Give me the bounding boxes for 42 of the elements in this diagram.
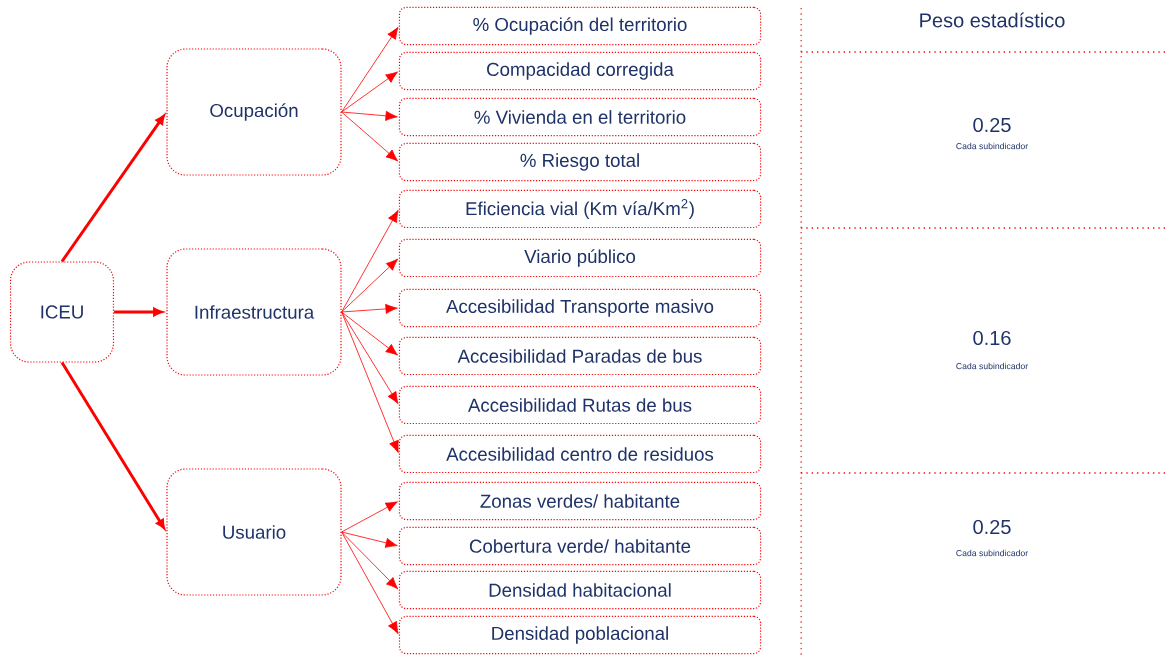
index-box: ICEU — [9, 261, 115, 363]
arrow — [114, 307, 163, 317]
arrow — [341, 531, 398, 548]
weight-value: 0.16 — [973, 330, 1011, 346]
arrow — [341, 531, 399, 590]
arrow — [341, 209, 399, 313]
indicator-box: Densidad habitacional — [398, 570, 762, 610]
indicator-box: % Ocupación del territorio — [398, 6, 762, 46]
weight-note: Cada subindicador — [956, 362, 1028, 370]
category-box: Usuario — [166, 468, 342, 596]
arrow — [341, 111, 399, 162]
arrow — [60, 114, 165, 263]
weight-value: 0.25 — [973, 519, 1011, 535]
arrow — [341, 258, 399, 313]
indicator-box: Eficiencia vial (Km vía/Km$^{2}$) — [398, 189, 762, 229]
indicator-box: Viario público — [398, 238, 762, 278]
indicator-box: Zonas verdes/ habitante — [398, 481, 762, 521]
weight-note: Cada subindicador — [956, 549, 1028, 557]
indicator-box: Accesibilidad Transporte masivo — [398, 288, 762, 328]
arrow — [341, 311, 399, 356]
arrow — [341, 311, 399, 405]
column-heading: Peso estadístico — [920, 12, 1065, 28]
indicator-box: % Riesgo total — [398, 142, 762, 182]
indicator-box: Compacidad corregida — [398, 51, 762, 91]
arrow — [341, 501, 398, 533]
arrow — [341, 71, 398, 113]
weight-value: 0.25 — [973, 117, 1011, 133]
arrow — [341, 531, 399, 635]
category-box: Infraestructura — [166, 248, 342, 376]
indicator-box: Accesibilidad Rutas de bus — [398, 385, 762, 425]
arrow — [341, 110, 398, 121]
indicator-box: Densidad poblacional — [398, 615, 762, 655]
indicator-box: Cobertura verde/ habitante — [398, 526, 762, 566]
weight-note: Cada subindicador — [956, 142, 1028, 150]
arrow — [60, 361, 166, 529]
indicator-box: Accesibilidad Paradas de bus — [398, 336, 762, 376]
arrow — [341, 303, 398, 314]
indicator-box: Accesibilidad centro de residuos — [398, 434, 762, 474]
category-box: Ocupación — [166, 48, 342, 176]
indicator-box: % Vivienda en el territorio — [398, 97, 762, 137]
arrow — [341, 311, 399, 453]
arrow — [341, 26, 399, 113]
